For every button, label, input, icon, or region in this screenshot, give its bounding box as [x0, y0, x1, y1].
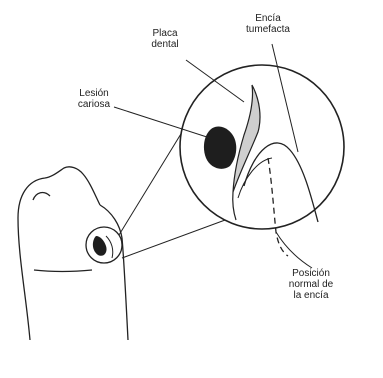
label-lesion-cariosa: Lesión cariosa	[70, 88, 118, 110]
small-magnify-circle	[86, 227, 122, 263]
label-encia-tumefacta: Encía tumefacta	[236, 13, 300, 35]
label-placa-dental: Placa dental	[142, 28, 188, 50]
tooth-outline	[18, 167, 128, 340]
label-posicion-normal: Posición normal de la encía	[276, 268, 346, 301]
